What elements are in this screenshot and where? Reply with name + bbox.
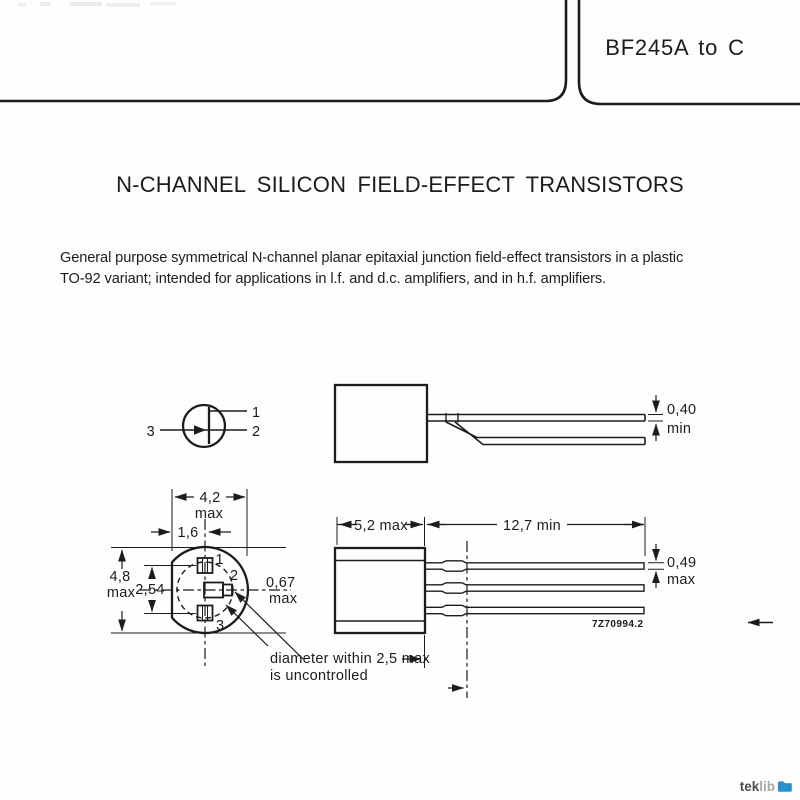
logo-lib-text: lib (759, 778, 775, 794)
fet-symbol-drawing: 1 2 3 (147, 403, 260, 449)
pin-pitch-value: 2,54 (135, 582, 164, 598)
package-side-view-dimensioned: 5,2 max 12,7 min 0,49 max diameter withi… (270, 517, 696, 698)
bottom-pin2-label: 2 (230, 568, 238, 584)
uncontrolled-note-line1: diameter within 2,5 max (270, 651, 430, 667)
lead-width-qualifier: max (667, 572, 696, 588)
scan-artifact (18, 2, 176, 7)
symbol-pin2-label: 2 (252, 424, 260, 440)
description-line-2: TO-92 variant; intended for applications… (60, 270, 607, 287)
symbol-pin1-label: 1 (252, 405, 260, 421)
bottom-pin1-label: 1 (216, 552, 224, 568)
flat-offset-value: 1,6 (177, 525, 198, 541)
body-height-value: 4,8 (109, 569, 130, 585)
body-height-qualifier: max (107, 585, 136, 601)
lead-length-label: 12,7 min (503, 518, 561, 534)
lead-width-value: 0,49 (667, 555, 696, 571)
header-rule (0, 0, 800, 106)
folder-icon (778, 780, 792, 792)
body-length-label: 5,2 max (354, 518, 408, 534)
bottom-pin3-label: 3 (216, 618, 224, 634)
part-range: BF245A to C (605, 35, 745, 60)
drawing-number: 7Z70994.2 (592, 619, 643, 630)
tab-width-qualifier: max (269, 591, 298, 607)
symbol-pin3-label: 3 (147, 424, 155, 440)
tab-width-value: 0,67 (266, 575, 295, 591)
logo-tek-text: tek (739, 778, 760, 794)
lead-thickness-qualifier: min (667, 421, 691, 437)
body-width-value: 4,2 (199, 490, 220, 506)
uncontrolled-note-line2: is uncontrolled (270, 668, 368, 684)
description-paragraph: General purpose symmetrical N-channel pl… (60, 248, 740, 289)
package-side-view-top: 0,40 min (333, 383, 696, 464)
package-bottom-view: 4,2 max 1,6 1 2 3 4,8 max 2,54 0,67 (107, 489, 304, 667)
uncontrolled-diameter-circle (176, 561, 234, 619)
body-width-qualifier: max (195, 506, 224, 522)
gate-arrowhead (194, 425, 206, 435)
lead-thickness-value: 0,40 (667, 402, 696, 418)
page-title: N-CHANNEL SILICON FIELD-EFFECT TRANSISTO… (116, 172, 684, 197)
description-line-1: General purpose symmetrical N-channel pl… (60, 250, 684, 266)
